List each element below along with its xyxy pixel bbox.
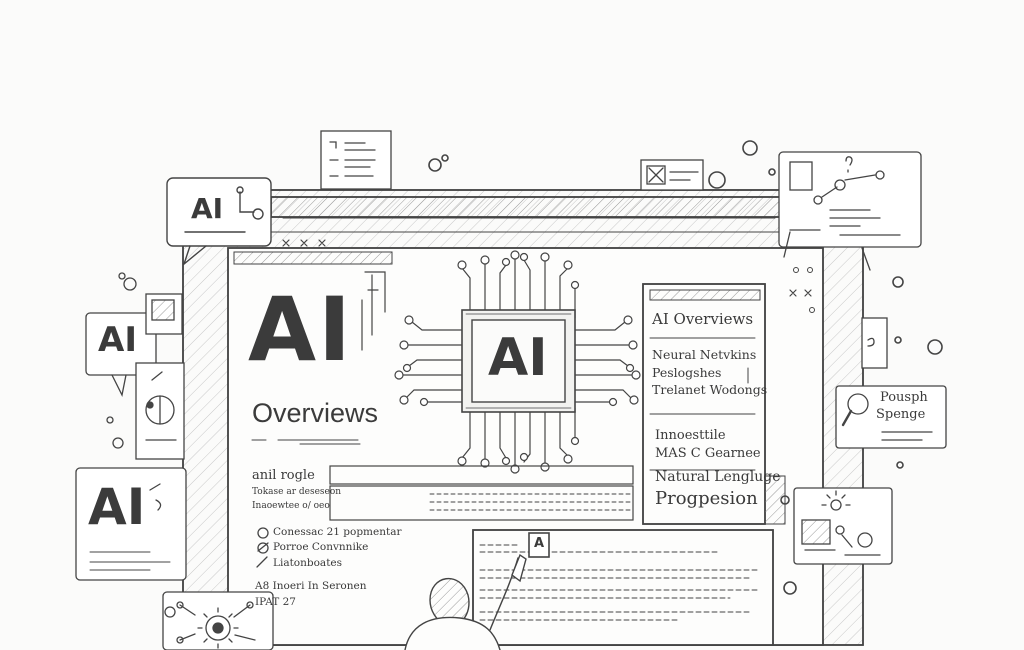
form-frame (329, 465, 634, 521)
left-badge-frame (85, 272, 185, 460)
right-panel-item: Trelanet Wodongs (652, 382, 768, 397)
top-card-doc (320, 130, 392, 190)
right-panel-footer-large: Progpesion (655, 488, 758, 509)
right-panel-item: Peslogshes (652, 365, 722, 380)
top-right-card (778, 151, 922, 271)
right-panel-item: Neural Netvkins (652, 347, 757, 362)
checklist-item[interactable]: Conessac 21 popmentar (273, 526, 402, 538)
search-card-frame (835, 385, 947, 449)
top-small-card (640, 159, 704, 191)
gear-card (162, 591, 274, 650)
right-panel-frame (642, 283, 786, 525)
search-card-line: Spenge (876, 407, 926, 422)
right-panel-footer: Natural Lengluge (655, 469, 781, 485)
badge-mid-left: AI (98, 320, 137, 360)
form-sub: Tokase ar deseseon (252, 487, 342, 497)
search-card-line: Pousph (880, 390, 928, 405)
badge-top-left-frame (166, 177, 272, 267)
chip-circuit (394, 250, 641, 474)
badge-bottom-doc: A (534, 536, 545, 551)
badge-low-left: AI (88, 478, 146, 536)
badge-top-left: AI (191, 192, 224, 225)
chip-ai-label: AI (488, 328, 548, 388)
right-panel-item: Innoesttile (655, 428, 726, 443)
small-right-tab (861, 317, 888, 369)
form-sub: Inaoewtee o/ oeo (252, 501, 330, 511)
bottom-document (472, 529, 774, 646)
right-panel-item: MAS C Gearnee (655, 446, 761, 461)
form-label: anil rogle (252, 468, 315, 483)
footer-note: IPAT 27 (255, 596, 296, 608)
bottom-right-card (793, 487, 893, 565)
person-sketch (404, 553, 527, 650)
right-panel-title: AI Overviews (652, 310, 754, 328)
checklist-icons (256, 527, 269, 568)
hero-ai-label: AI (248, 278, 353, 381)
checklist-item[interactable]: Porroe Convnnike (273, 541, 369, 553)
low-left-badge-frame (75, 467, 187, 581)
checklist-item[interactable]: Liatonboates (273, 557, 343, 569)
footer-note: A8 Inoeri In Seronen (255, 580, 367, 592)
hero-subtitle: Overviews (252, 398, 379, 428)
